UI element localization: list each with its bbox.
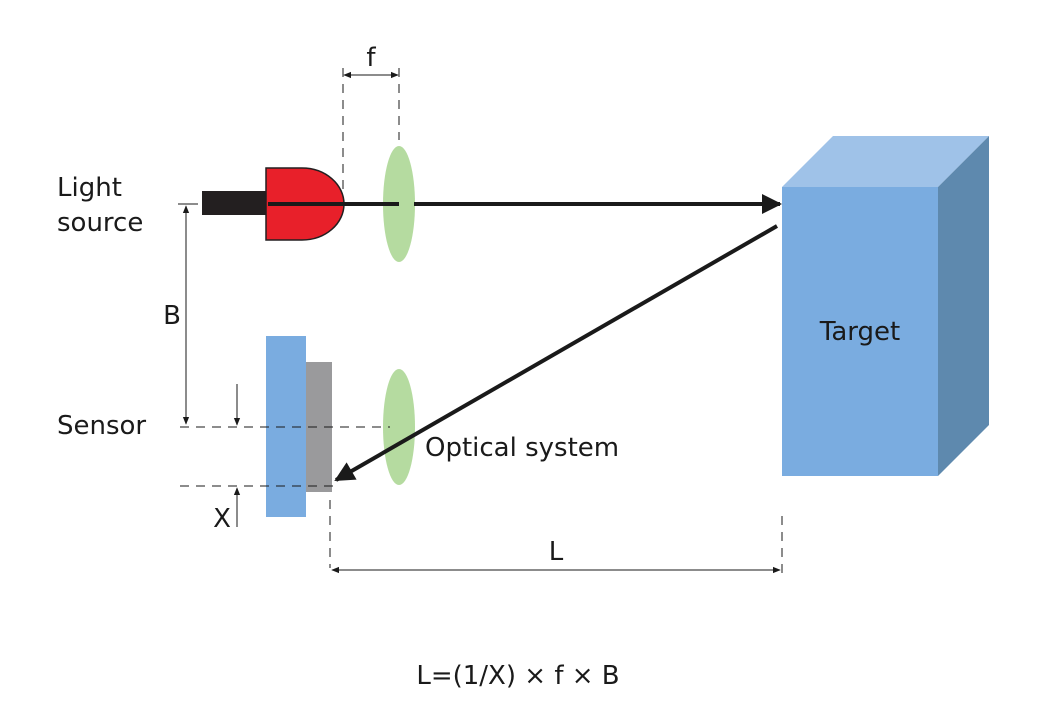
sensor-label: Sensor	[57, 411, 146, 441]
distance-label: L	[549, 537, 564, 567]
target-side-face	[938, 136, 989, 476]
light-source-label-line1: Light	[57, 173, 122, 203]
led-base	[202, 191, 268, 215]
target-top-face	[782, 136, 989, 187]
target-block	[782, 136, 989, 476]
light-source-label-line2: source	[57, 208, 143, 238]
focal-length-dimension	[342, 68, 400, 200]
receiver-lens	[383, 369, 415, 485]
target-label: Target	[819, 317, 900, 347]
baseline-label: B	[163, 301, 181, 331]
optical-system-label: Optical system	[425, 433, 619, 463]
displacement-label: X	[213, 504, 231, 534]
sensor-reference-lines	[180, 426, 783, 578]
baseline-dimension	[178, 203, 198, 425]
focal-length-label: f	[366, 43, 376, 73]
target-front-face	[782, 187, 938, 476]
distance-formula: L=(1/X) × f × B	[416, 661, 619, 691]
reflected-beam	[334, 224, 778, 482]
